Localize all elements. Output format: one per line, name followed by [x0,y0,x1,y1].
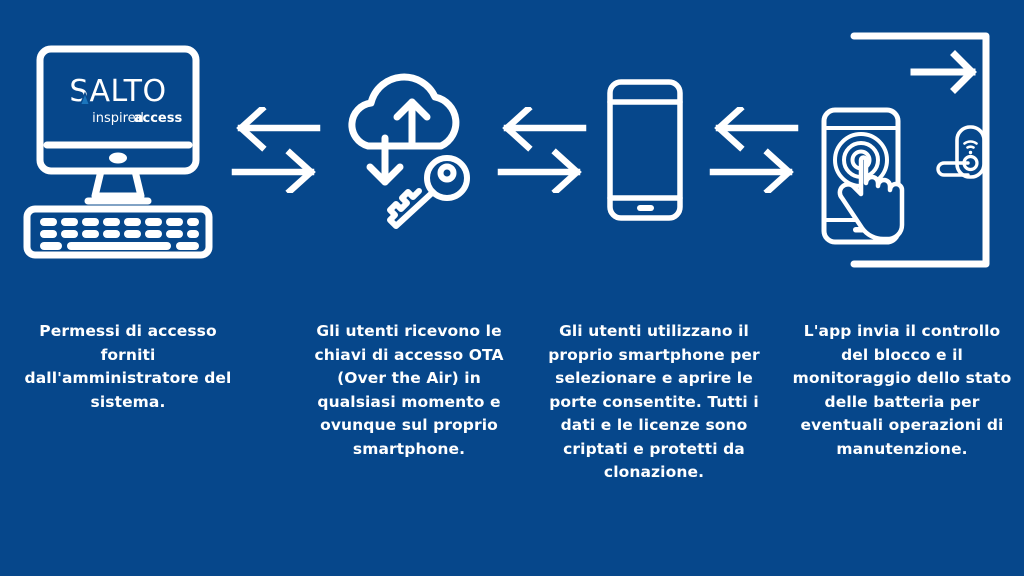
step-4-icon-container [800,0,1015,300]
step-2-caption: Gli utenti ricevono le chiavi di accesso… [314,322,504,458]
cloud-sync-with-key-icon [348,73,470,229]
arrow-right-icon [709,148,794,193]
wifi-icon [962,140,978,155]
phone-home-button [637,205,654,211]
salto-tagline-light: inspired [92,111,144,126]
connector-1 [222,0,332,300]
step-3-caption: Gli utenti utilizzano il proprio smartph… [548,322,760,482]
door-frame [850,32,989,268]
desktop-computer-with-keyboard-icon: SALTO inspired access [23,45,212,258]
salto-a-accent-inner [81,94,88,104]
connector-2 [488,0,598,300]
bidirectional-arrows-icon [497,107,587,193]
step-1-caption: Permessi di accesso forniti dall'amminis… [24,322,232,411]
monitor-indicator-dot [108,152,127,163]
keyboard-icon [23,205,212,258]
icon-row: SALTO inspired access [10,0,1015,300]
connector-3 [700,0,810,300]
arrow-left-icon [714,107,799,152]
caption-row: Permessi di accesso forniti dall'amminis… [0,320,1024,550]
step-1-icon-container: SALTO inspired access [10,0,225,300]
step-3-icon-container [570,0,720,300]
salto-logo: SALTO inspired access [69,74,182,126]
bidirectional-arrows-icon [709,107,799,193]
step-2-icon-container [320,0,500,300]
door-handle [935,161,970,177]
phone-with-tap [821,107,904,245]
bidirectional-arrows-icon [231,107,321,193]
arrow-up-icon [393,98,431,150]
phone-body [607,79,683,221]
door-open-arrow-icon [910,50,977,94]
arrow-right-icon [497,148,582,193]
arrow-right-icon [231,148,316,193]
smartphone-icon [607,79,683,221]
arrow-left-icon [502,107,587,152]
step-4-caption: L'app invia il controllo del blocco e il… [792,322,1012,458]
hand-pointing-icon [837,155,904,242]
key-icon [387,155,470,229]
cloud-shape [348,73,460,150]
arrow-down-icon [366,134,404,186]
arrow-left-icon [236,107,321,152]
door-smartlock-hand-tap-icon [821,32,989,268]
smart-lock-icon [935,125,986,179]
salto-tagline-bold: access [133,111,182,126]
